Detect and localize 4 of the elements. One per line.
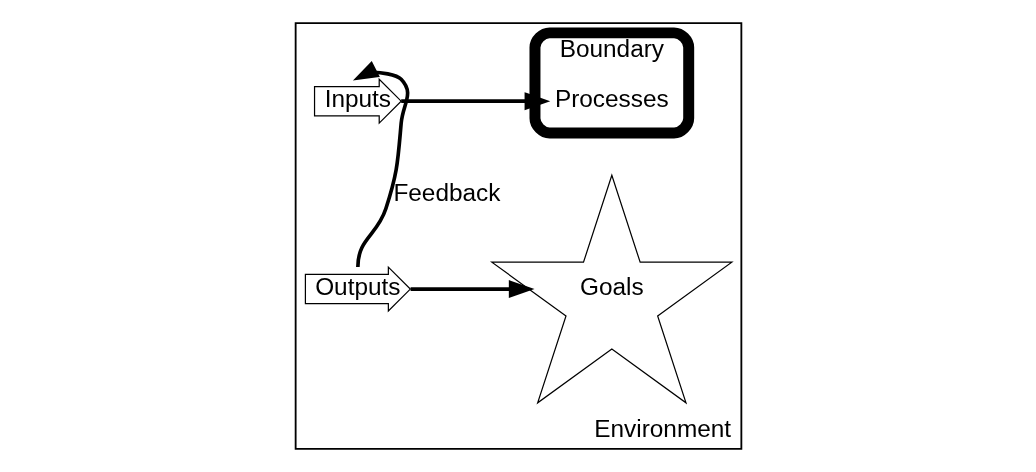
arrow (400, 92, 550, 111)
arrow (410, 280, 534, 299)
node-text: Processes (554, 85, 669, 113)
arrow (352, 60, 409, 268)
